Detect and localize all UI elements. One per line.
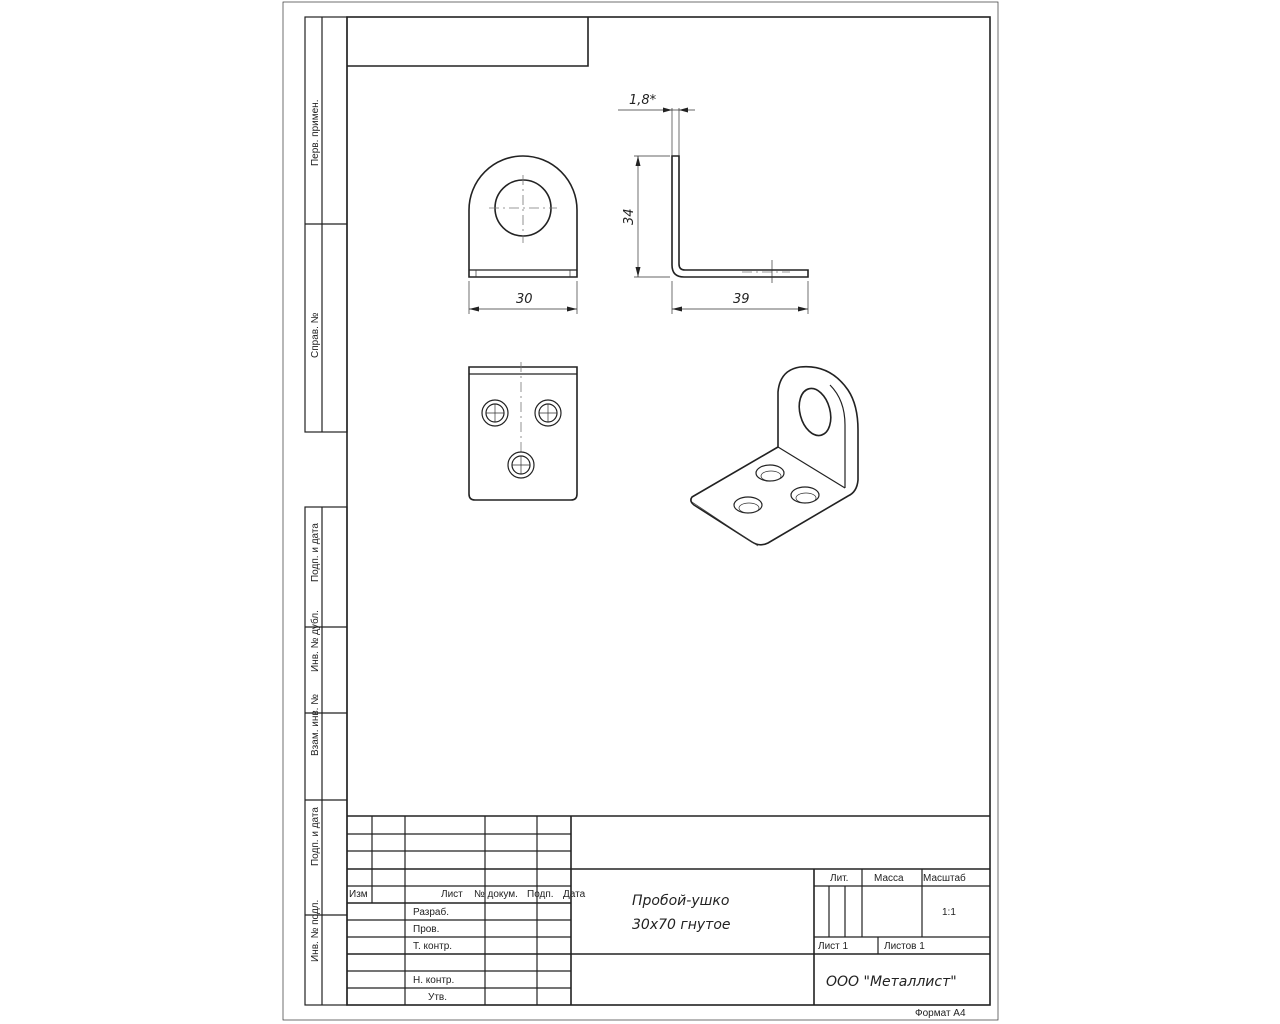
drawing-frame — [346, 16, 991, 1006]
sheet-count: Листов 1 — [884, 941, 925, 952]
scale-value: 1:1 — [942, 907, 956, 918]
header-sign: Подп. — [527, 889, 554, 900]
dim-height: 34 — [622, 208, 637, 225]
header-date: Дата — [563, 889, 586, 900]
left-strip-top — [304, 16, 348, 433]
company-name: ООО "Металлист" — [826, 974, 957, 990]
title-block-grid — [347, 815, 990, 1005]
role-n-kontr: Н. контр. — [413, 975, 454, 986]
mass-label: Масса — [874, 873, 904, 884]
scale-label: Масштаб — [923, 872, 966, 884]
part-name-line2: 30x70 гнутое — [632, 917, 731, 933]
part-name-line1: Пробой-ушко — [632, 893, 729, 909]
role-utv: Утв. — [428, 992, 447, 1003]
role-t-kontr: Т. контр. — [413, 941, 452, 952]
dim-length: 39 — [733, 292, 750, 307]
role-prov: Пров. — [413, 924, 439, 935]
role-razrab: Разраб. — [413, 906, 449, 918]
header-doc-no: № докум. — [474, 889, 518, 900]
mount-hole — [534, 399, 562, 427]
label-perv-primen: Перв. примен. — [310, 100, 321, 166]
format-label: Формат А4 — [915, 1008, 966, 1019]
lit-label: Лит. — [830, 873, 848, 884]
mount-hole — [481, 399, 509, 427]
dim-thickness: 1,8* — [629, 93, 657, 108]
mount-hole — [507, 451, 535, 479]
label-inv-podl: Инв. № подл. — [310, 900, 321, 962]
isometric-view — [690, 365, 859, 547]
dim-width: 30 — [516, 292, 533, 307]
bottom-view — [468, 362, 578, 501]
label-sprav-no: Справ. № — [310, 312, 321, 358]
front-view — [468, 155, 578, 314]
header-izm: Изм — [349, 889, 368, 900]
sheet-number: Лист 1 — [818, 941, 849, 952]
label-podp-data-2: Подп. и дата — [310, 807, 321, 866]
header-list: Лист — [441, 889, 463, 900]
label-inv-dubl: Инв. № дубл. — [309, 610, 321, 672]
left-strip-bottom — [304, 506, 348, 1006]
label-vzam-inv: Взам. инв. № — [310, 694, 321, 756]
sheet-edge — [282, 1, 999, 1021]
side-view — [618, 107, 809, 314]
top-left-box — [347, 17, 589, 67]
label-podp-data-1: Подп. и дата — [310, 523, 321, 582]
